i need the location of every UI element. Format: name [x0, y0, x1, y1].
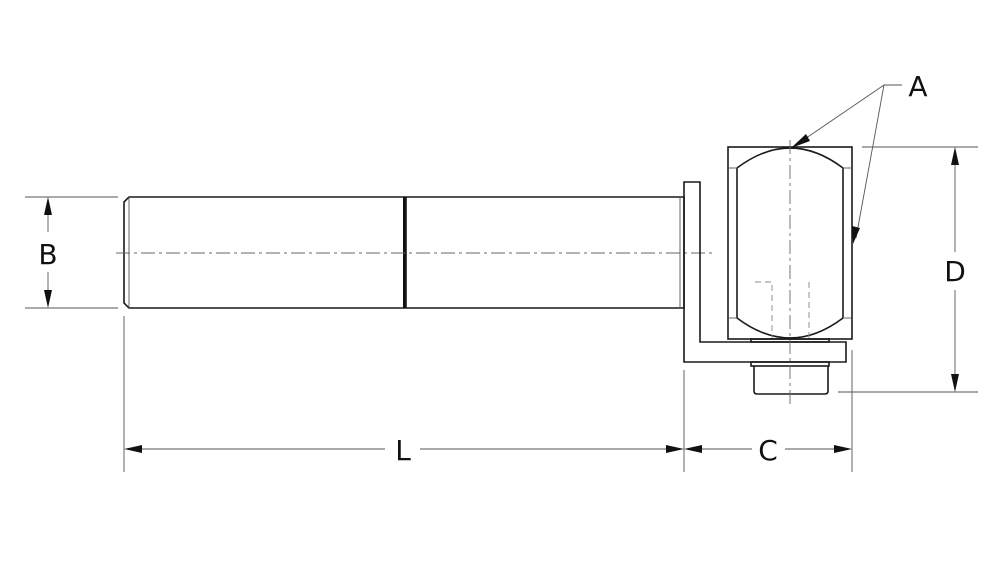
pin-shaft — [123, 196, 685, 309]
leader-a: A — [791, 70, 928, 244]
dimension-d: D — [944, 147, 966, 392]
l-bracket — [683, 181, 847, 363]
label-d: D — [944, 255, 966, 288]
extension-lines — [25, 146, 978, 472]
label-a: A — [908, 70, 927, 103]
label-l: L — [395, 434, 411, 467]
dimension-b: B — [38, 197, 58, 308]
label-c: C — [758, 434, 778, 467]
dimension-c: C — [684, 434, 852, 467]
label-b: B — [38, 238, 57, 271]
dimension-l: L — [124, 434, 684, 467]
